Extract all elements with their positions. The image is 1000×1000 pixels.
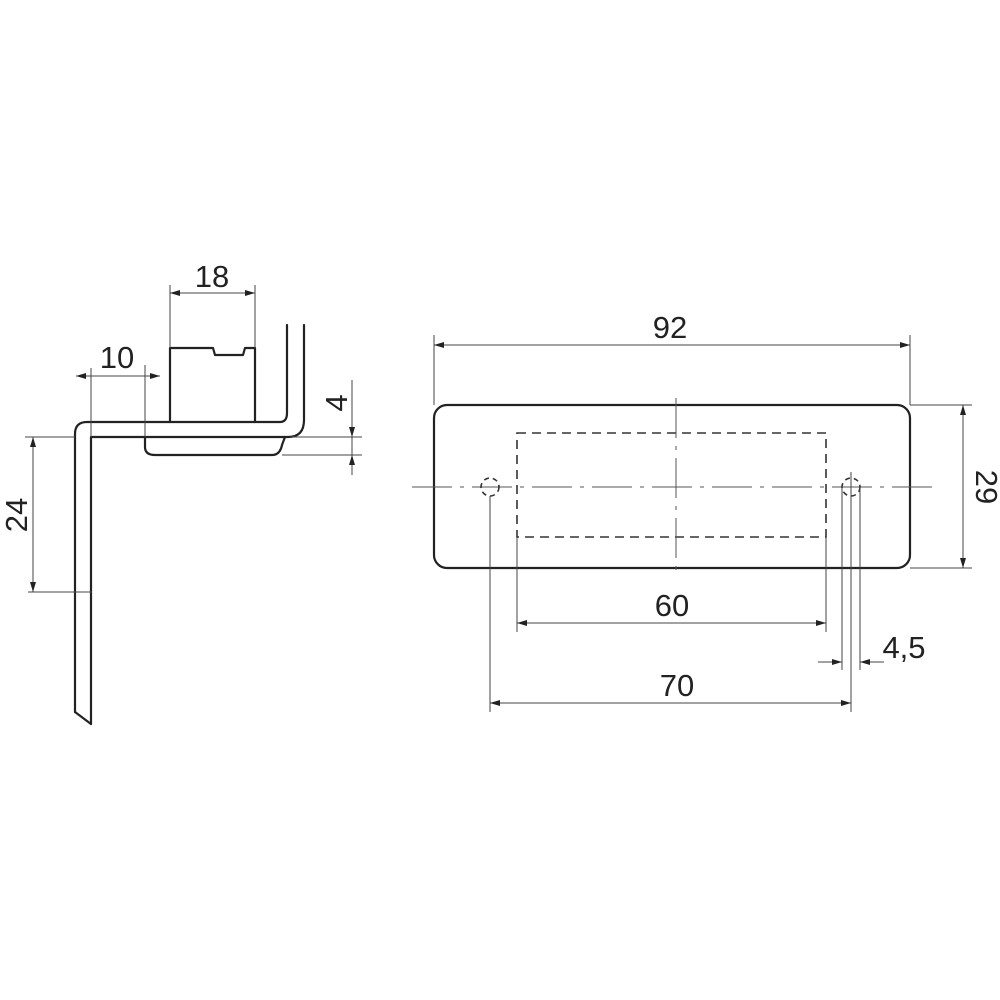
- mounting-hole-left: [480, 477, 500, 497]
- dimension-70: 70: [489, 472, 852, 712]
- top-view: 92 29 60 70 4,5: [412, 310, 1000, 712]
- mounting-block: [168, 346, 257, 424]
- dimension-4: 4: [282, 380, 362, 475]
- dimension-label: 29: [969, 470, 1000, 504]
- dimension-label: 24: [0, 498, 34, 532]
- bracket-inner-profile: [89, 323, 306, 726]
- dimension-label: 4,5: [882, 630, 925, 665]
- bracket-bottom-edge: [73, 710, 93, 726]
- dimension-label: 4: [319, 394, 354, 411]
- dimension-92: 92: [433, 310, 911, 405]
- dimension-18: 18: [169, 259, 256, 348]
- dimension-label: 60: [655, 588, 689, 623]
- dimension-10: 10: [76, 340, 160, 437]
- dimension-29: 29: [910, 404, 1000, 569]
- dimension-4-5: 4,5: [818, 487, 926, 670]
- dimension-label: 92: [653, 310, 687, 345]
- dimension-60: 60: [516, 537, 827, 632]
- dimension-label: 18: [195, 259, 229, 294]
- side-view: 18 10 4 24: [0, 259, 362, 726]
- lamp-pad: [143, 435, 287, 457]
- dimension-24: 24: [0, 436, 92, 593]
- lens-window-hidden: [516, 432, 827, 538]
- dimension-label: 10: [100, 340, 134, 375]
- bracket-outer-profile: [73, 323, 289, 714]
- dimension-label: 70: [660, 668, 694, 703]
